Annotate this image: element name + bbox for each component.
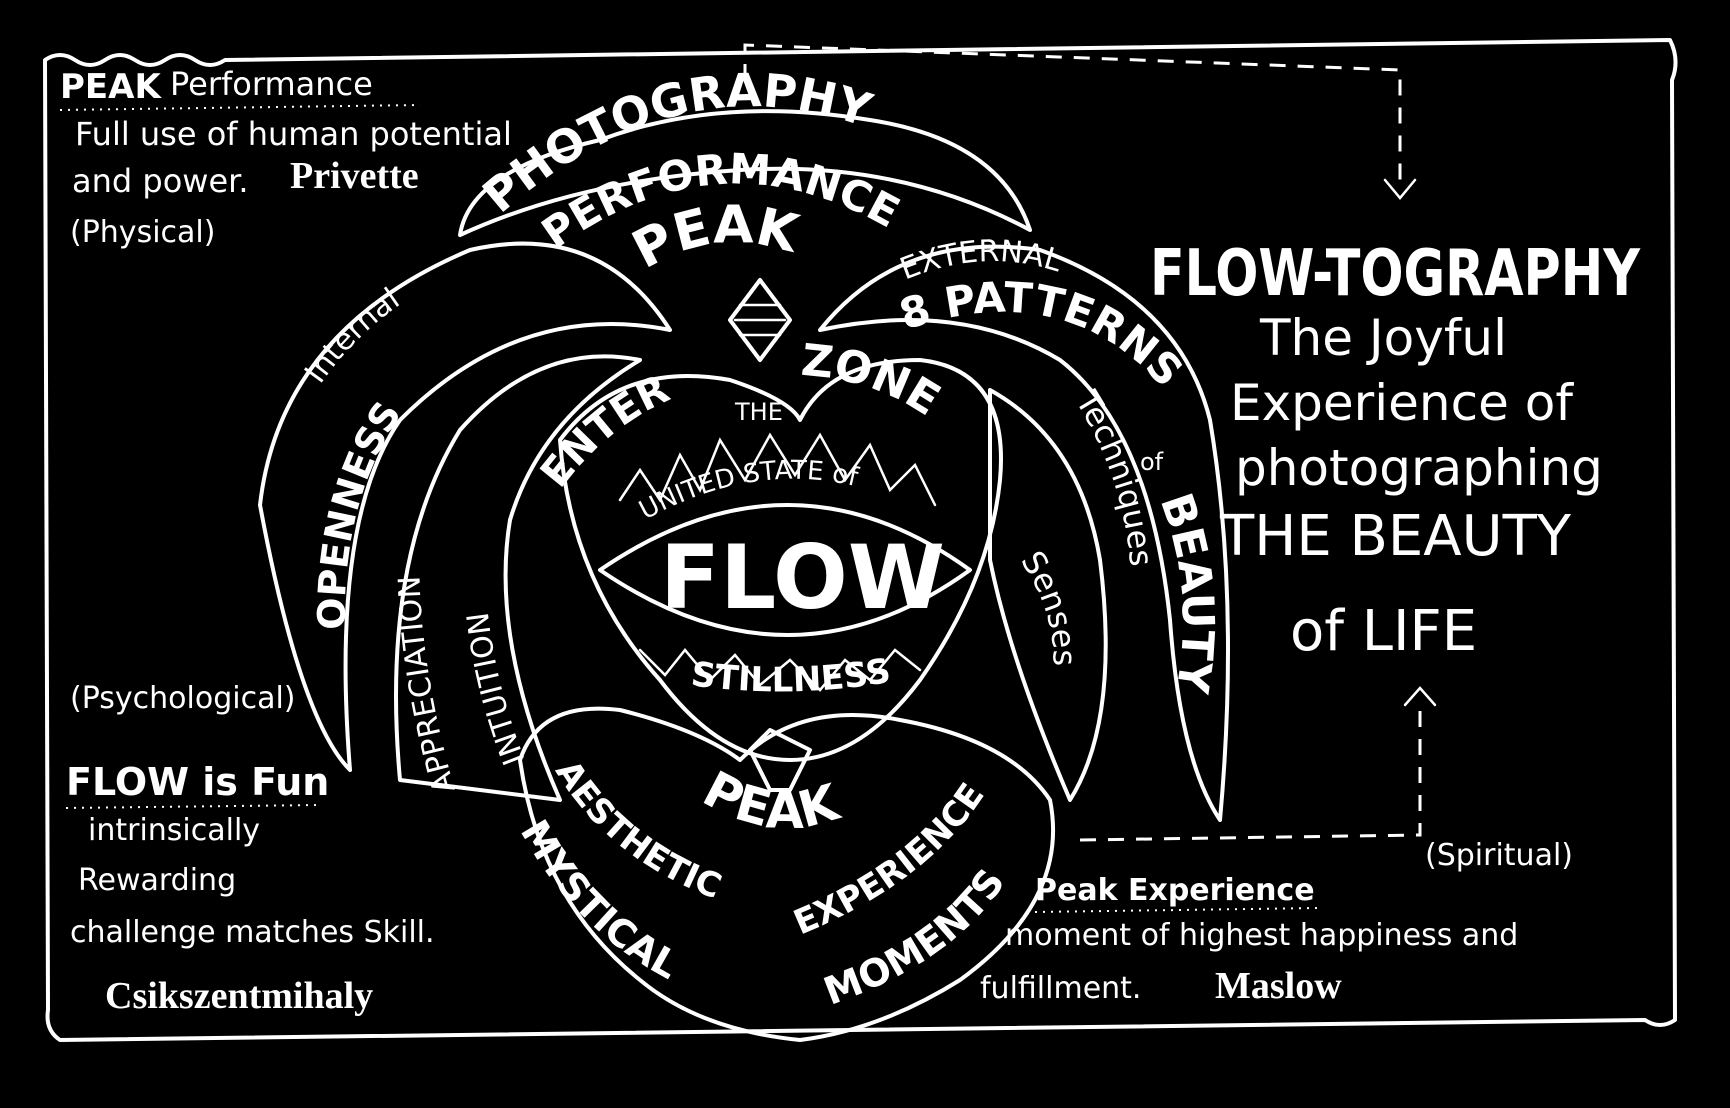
spinning-top — [748, 728, 812, 792]
br-author: Maslow — [1215, 965, 1342, 1007]
diamond-top-stripes — [733, 303, 787, 337]
label-internal: Internal — [298, 282, 406, 390]
rp-line4: THE BEAUTY — [1219, 504, 1572, 569]
tl-line2: and power. — [72, 162, 249, 200]
connector-bottom — [1079, 700, 1422, 842]
bl-line2: Rewarding — [78, 863, 236, 898]
rp-line5: of LIFE — [1290, 599, 1477, 664]
label-peak-bottom: PEAK — [694, 760, 847, 840]
bottom-lobe — [518, 706, 1055, 1042]
rp-title: FLOW-TOGRAPHY — [1150, 237, 1641, 311]
rp-line2: Experience of — [1230, 374, 1574, 432]
label-stillness: STILLNESS — [689, 651, 894, 700]
bl-underline — [65, 804, 321, 809]
label-senses: Senses — [1013, 544, 1083, 666]
diamond-top — [728, 278, 792, 362]
flow-eye — [598, 503, 972, 637]
bl-author: Csikszentmihaly — [105, 975, 373, 1017]
label-zone: ZONE — [799, 335, 949, 426]
br-heading: Peak Experience — [1035, 873, 1315, 908]
left-arm-outer — [258, 241, 672, 772]
heart-body — [558, 358, 1003, 762]
rp-line3: photographing — [1235, 439, 1603, 497]
br-line1: moment of highest happiness and — [1005, 918, 1518, 953]
br-note: (Spiritual) — [1425, 838, 1573, 873]
left-arm-inner — [394, 354, 642, 802]
bl-line3: challenge matches Skill. — [70, 915, 435, 950]
label-the: THE — [734, 398, 783, 426]
bl-line1: intrinsically — [88, 813, 260, 848]
tl-author: Privette — [290, 155, 419, 197]
arrow-up — [1403, 686, 1437, 707]
label-flow: FLOW — [660, 526, 945, 629]
wavy-border — [43, 38, 1678, 1042]
label-of: of — [1140, 448, 1164, 476]
tl-line1: Full use of human potential — [75, 115, 512, 153]
bl-heading: FLOW is Fun — [66, 760, 329, 804]
tl-heading-peak: PEAK — [60, 67, 162, 107]
br-underline — [1034, 907, 1321, 913]
rp-line1: The Joyful — [1259, 309, 1507, 367]
br-line2: fulfillment. — [980, 971, 1141, 1006]
spikes-top — [618, 432, 937, 507]
photography-arch — [458, 109, 1032, 237]
spikes-bottom — [638, 648, 922, 692]
label-beauty: BEAUTY — [1150, 487, 1223, 697]
arrow-down — [1383, 178, 1417, 200]
label-appreciation: APPRECIATION — [392, 575, 462, 797]
label-united-state: UNITED STATE of — [634, 456, 861, 527]
right-arm-inner — [988, 388, 1108, 802]
right-arm-outer — [818, 244, 1230, 822]
bl-note: (Psychological) — [70, 681, 296, 716]
tl-note: (Physical) — [70, 215, 215, 250]
tl-heading-rest: Performance — [170, 65, 373, 103]
